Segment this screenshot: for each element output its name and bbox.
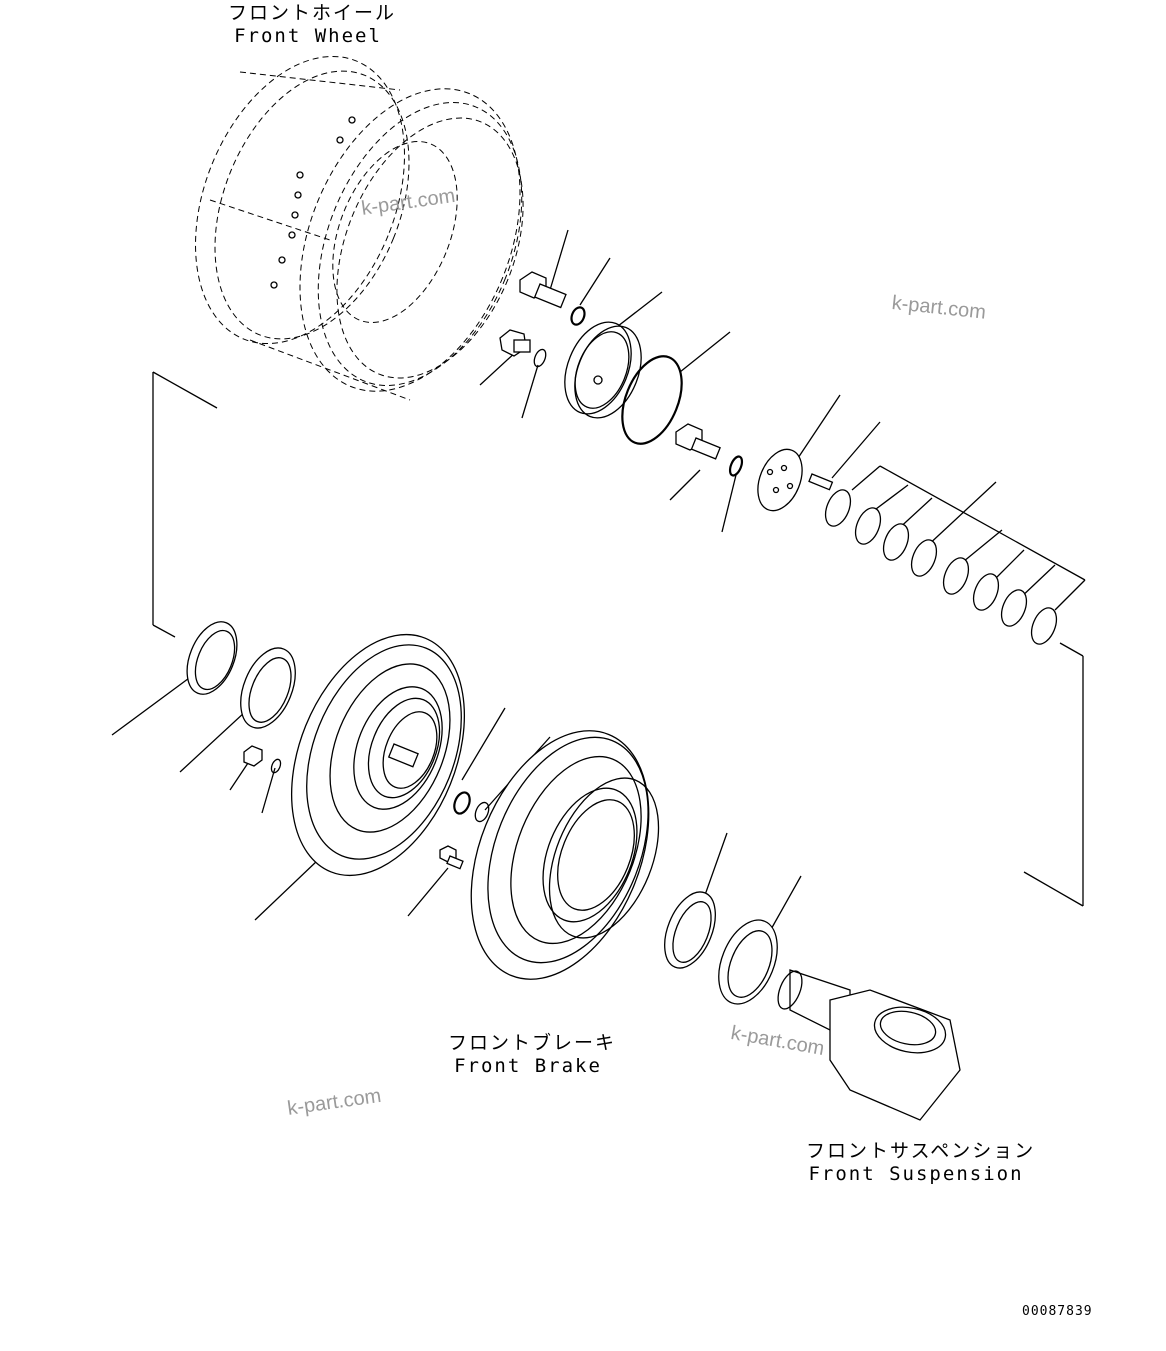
upper-washer — [570, 306, 586, 326]
hub-bolt — [439, 845, 464, 870]
upper-bolt — [519, 271, 567, 309]
cover-o-ring — [621, 355, 683, 445]
plug-o-ring — [533, 348, 547, 368]
front-brake-label: フロントブレーキ Front Brake — [448, 1032, 617, 1078]
brake-seal — [453, 791, 471, 815]
front-suspension-label-jp: フロントサスペンション — [806, 1140, 1036, 1162]
front-wheel-label-en: Front Wheel — [234, 25, 382, 47]
small-washer — [270, 758, 282, 774]
front-wheel-label-jp: フロントホイール — [228, 2, 397, 24]
mid-bolt — [675, 423, 721, 460]
brake-o-ring — [474, 801, 490, 823]
front-wheel-label: フロントホイール Front Wheel — [228, 2, 397, 48]
cover-plate — [564, 321, 642, 419]
mid-washer — [728, 455, 744, 477]
outer-bearing-race — [186, 621, 238, 695]
assembly-bracket — [152, 371, 1084, 907]
brake-housing — [470, 730, 660, 980]
front-brake-label-jp: フロントブレーキ — [448, 1032, 617, 1054]
front-suspension-label: フロントサスペンション Front Suspension — [806, 1140, 1036, 1186]
inner-seal — [664, 891, 716, 969]
dowel-pin — [808, 473, 834, 491]
drawing-id: 00087839 — [1022, 1304, 1093, 1319]
pressure-plate — [757, 448, 803, 512]
suspension-spindle — [777, 969, 961, 1121]
front-suspension-label-en: Front Suspension — [808, 1163, 1024, 1185]
front-wheel-rim — [195, 55, 524, 401]
outer-seal — [240, 647, 296, 729]
small-nut — [243, 745, 263, 767]
inner-bearing-race — [718, 919, 778, 1005]
front-brake-label-en: Front Brake — [454, 1055, 602, 1077]
brake-disc-stack — [824, 489, 1058, 645]
wheel-hub — [290, 633, 466, 877]
plug — [499, 329, 531, 357]
